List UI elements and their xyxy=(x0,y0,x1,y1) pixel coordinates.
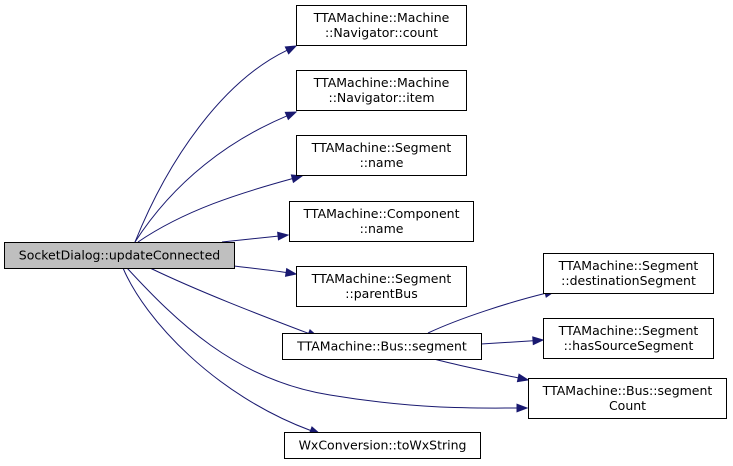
node-label-line: ::name xyxy=(360,155,404,170)
node-bus-segment[interactable]: TTAMachine::Bus::segment xyxy=(282,333,482,360)
arrowhead-icon xyxy=(516,373,530,383)
node-label-line: ::Navigator::count xyxy=(325,25,438,40)
node-box xyxy=(296,70,467,111)
node-box xyxy=(296,135,467,176)
node-mn-count[interactable]: TTAMachine::Machine::Navigator::count xyxy=(296,5,467,46)
node-label-line: WxConversion::toWxString xyxy=(299,438,467,453)
node-mn-item[interactable]: TTAMachine::Machine::Navigator::item xyxy=(296,70,467,111)
edge-root-to-mn-item xyxy=(134,111,298,243)
node-box xyxy=(282,333,482,360)
node-label-line: ::hasSourceSegment xyxy=(564,338,694,353)
node-label-line: TTAMachine::Machine xyxy=(313,10,450,25)
edge-root-to-seg-name xyxy=(137,174,304,243)
node-label-line: TTAMachine::Bus::segment xyxy=(542,383,713,398)
arrowhead-icon xyxy=(277,231,290,241)
node-box xyxy=(284,432,481,459)
edge-root-to-bus-segcount xyxy=(126,267,529,413)
arrowhead-icon xyxy=(290,174,304,184)
node-label-line: ::Navigator::item xyxy=(328,90,434,105)
node-seg-hassource[interactable]: TTAMachine::Segment::hasSourceSegment xyxy=(543,318,714,359)
edge-root-to-comp-name xyxy=(221,231,290,243)
edge-line xyxy=(126,267,518,409)
node-box xyxy=(543,253,714,294)
edge-bus-segment-to-seg-hassource xyxy=(480,336,545,346)
node-label-line: ::parentBus xyxy=(345,286,417,301)
node-label-line: SocketDialog::updateConnected xyxy=(19,248,220,263)
edge-line xyxy=(134,115,287,243)
node-label-line: TTAMachine::Segment xyxy=(311,271,452,286)
node-box xyxy=(296,5,467,46)
node-label-line: TTAMachine::Segment xyxy=(558,323,699,338)
arrowhead-icon xyxy=(284,45,298,55)
edge-line xyxy=(137,178,293,243)
edge-line xyxy=(134,49,288,243)
node-root[interactable]: SocketDialog::updateConnected xyxy=(4,242,235,269)
node-comp-name[interactable]: TTAMachine::Component::name xyxy=(289,201,474,242)
node-label-line: ::name xyxy=(360,221,404,236)
arrowhead-icon xyxy=(516,403,529,413)
node-label-line: TTAMachine::Segment xyxy=(311,140,452,155)
edge-root-to-seg-parentbus xyxy=(233,265,298,277)
arrowhead-icon xyxy=(532,336,545,346)
node-box xyxy=(528,378,727,419)
edge-line xyxy=(149,267,309,334)
node-box xyxy=(4,242,235,269)
edge-root-to-mn-count xyxy=(134,45,298,243)
node-wx-tostring[interactable]: WxConversion::toWxString xyxy=(284,432,481,459)
node-seg-dest[interactable]: TTAMachine::Segment::destinationSegment xyxy=(543,253,714,294)
edge-line xyxy=(427,292,546,334)
edge-line xyxy=(221,235,279,243)
edge-line xyxy=(433,358,519,379)
node-box xyxy=(289,201,474,242)
arrowhead-icon xyxy=(284,267,298,277)
node-seg-parentbus[interactable]: TTAMachine::Segment::parentBus xyxy=(296,266,467,307)
edges-layer xyxy=(122,45,557,435)
edge-line xyxy=(122,267,311,431)
node-box xyxy=(543,318,714,359)
edge-root-to-bus-segment xyxy=(149,267,320,338)
node-label-line: ::destinationSegment xyxy=(561,273,696,288)
edge-line xyxy=(233,265,287,273)
edge-bus-segment-to-bus-segcount xyxy=(433,358,530,383)
node-box xyxy=(296,266,467,307)
node-label-line: TTAMachine::Machine xyxy=(313,75,450,90)
node-label-line: TTAMachine::Bus::segment xyxy=(296,339,467,354)
node-label-line: TTAMachine::Component xyxy=(303,206,460,221)
arrowhead-icon xyxy=(284,111,298,121)
node-seg-name[interactable]: TTAMachine::Segment::name xyxy=(296,135,467,176)
node-label-line: Count xyxy=(609,398,646,413)
node-label-line: TTAMachine::Segment xyxy=(558,258,699,273)
nodes-layer: SocketDialog::updateConnectedTTAMachine:… xyxy=(4,5,727,459)
edge-line xyxy=(480,340,534,345)
